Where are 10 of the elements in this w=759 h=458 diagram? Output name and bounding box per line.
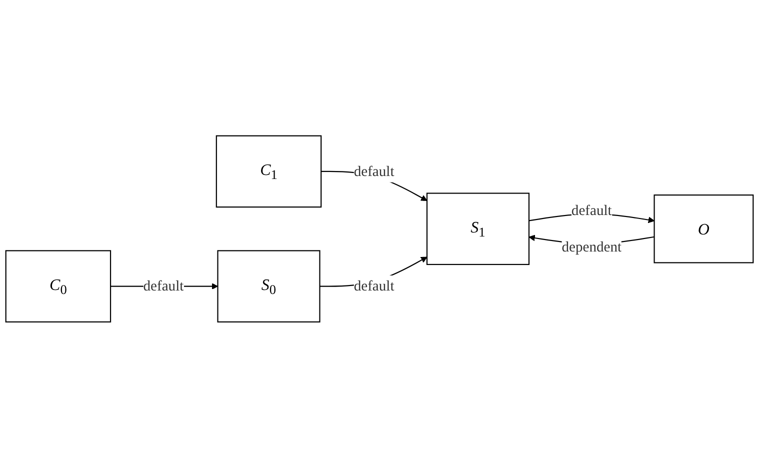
edge-label: default [354, 278, 394, 294]
node-box: C$_{1}$ [216, 135, 322, 208]
node-box: C$_{0}$ [5, 250, 112, 323]
node-box: S$_{1}$ [426, 192, 530, 266]
edge-label: default [571, 202, 612, 219]
edge-label: default [143, 278, 184, 294]
node-box: O [654, 194, 754, 264]
node-box: S$_{0}$ [217, 250, 320, 323]
edge-label: dependent [562, 239, 622, 256]
edge-label: default [354, 164, 394, 180]
